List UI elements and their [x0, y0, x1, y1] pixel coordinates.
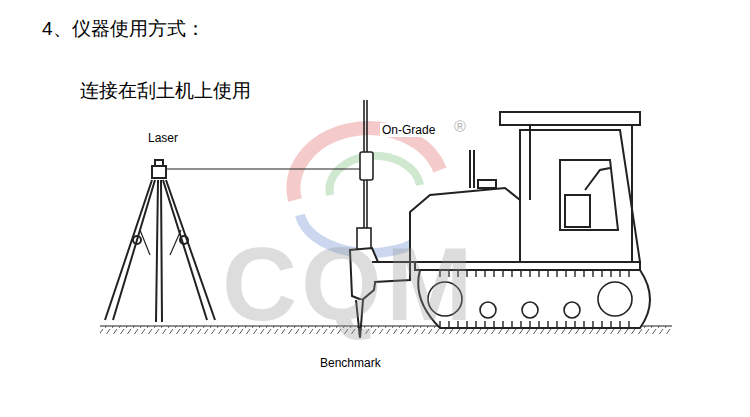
watermark-text: CQM — [222, 225, 477, 344]
subtitle-text: 连接在刮土机上使用 — [80, 78, 251, 104]
registered-mark: ® — [454, 118, 466, 136]
section-title: 4、仪器使用方式： — [42, 16, 205, 42]
laser-beam — [166, 168, 360, 169]
part-label: On-Grade — [380, 123, 437, 137]
part-label: Benchmark — [318, 356, 383, 370]
laser-tripod — [105, 160, 215, 322]
part-label: Laser — [146, 131, 180, 145]
